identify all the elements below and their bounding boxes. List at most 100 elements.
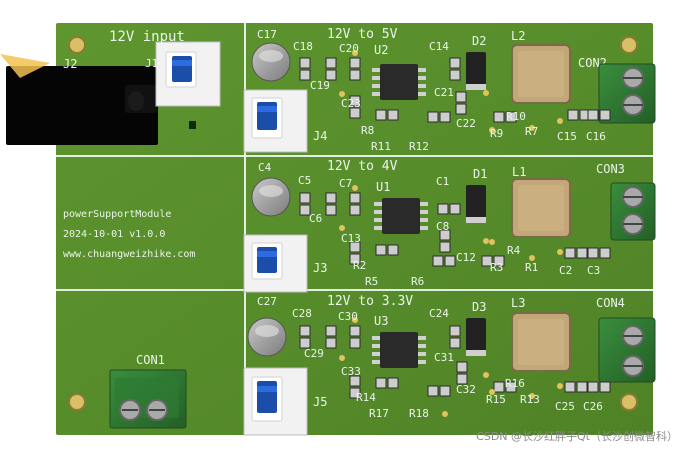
section-2: 12V to 4V C4 J3 U1 (243, 159, 611, 293)
r9-label: R9 (490, 127, 503, 140)
section-2-label: 12V to 4V (327, 159, 398, 174)
c15-label: C15 (557, 130, 577, 143)
inductor-l3: L3 (511, 296, 571, 372)
c30-label: C30 (338, 310, 358, 323)
module-name: powerSupportModule (63, 209, 171, 220)
date-version: 2024-10-01 v1.0.0 (63, 229, 165, 240)
terminal-block-con1[interactable]: CON1 (109, 353, 187, 429)
c17-capacitor: C17 (251, 28, 291, 82)
r14-label: R14 (356, 391, 376, 404)
l1-label: L1 (512, 165, 526, 179)
terminal-block-con4[interactable]: CON4 (596, 296, 656, 383)
c26-label: C26 (583, 400, 603, 413)
section-1: 12V to 5V C17 J4 (243, 27, 611, 153)
con1-label: CON1 (136, 353, 165, 367)
terminal-block-con3[interactable]: CON3 (596, 162, 656, 241)
l3-label: L3 (511, 296, 525, 310)
r16-label: R16 (505, 377, 525, 390)
inductor-l2: L2 (511, 29, 571, 104)
c24-label: C24 (429, 307, 449, 320)
c25-label: C25 (555, 400, 575, 413)
j5-label: J5 (313, 395, 327, 409)
r11-label: R11 (371, 140, 391, 153)
c33-label: C33 (341, 365, 361, 378)
vias-section-2 (339, 185, 563, 261)
c14-label: C14 (429, 40, 449, 53)
r10-label: R10 (506, 110, 526, 123)
passives-section-3 (299, 325, 611, 399)
c27-capacitor: C27 (247, 295, 287, 357)
section-3: 12V to 3.3V C27 J5 U3 (243, 294, 611, 436)
barrel-jack-j2: J2 (0, 54, 158, 145)
u2-label: U2 (374, 43, 388, 57)
ic-u2: U2 (372, 43, 426, 100)
j4-label: J4 (313, 129, 327, 143)
c29-label: C29 (304, 347, 324, 360)
r13-label: R13 (520, 393, 540, 406)
r17-label: R17 (369, 407, 389, 420)
d2-label: D2 (472, 34, 486, 48)
d3-label: D3 (472, 300, 486, 314)
c7-label: C7 (339, 177, 352, 190)
u3-label: U3 (374, 314, 388, 328)
r2-label: R2 (353, 259, 366, 272)
c21-label: C21 (434, 86, 454, 99)
c4-label: C4 (258, 161, 272, 174)
c17-label: C17 (257, 28, 277, 41)
r5-label: R5 (365, 275, 378, 288)
l2-label: L2 (511, 29, 525, 43)
r1-label: R1 (525, 261, 538, 274)
passives-section-1 (299, 57, 611, 123)
r4-label: R4 (507, 244, 521, 257)
j1-label: J1 (145, 57, 158, 70)
c20-label: C20 (339, 42, 359, 55)
input-label: 12V input (109, 29, 185, 45)
diode-d1: D1 (466, 167, 487, 223)
c16-label: C16 (586, 130, 606, 143)
dip-switch-j5[interactable]: J5 (243, 367, 327, 436)
c1-label: C1 (436, 175, 449, 188)
d1-label: D1 (473, 167, 487, 181)
c2-label: C2 (559, 264, 572, 277)
mounting-holes (68, 36, 638, 411)
website: www.chuangweizhike.com (63, 249, 195, 260)
r3-label: R3 (490, 261, 503, 274)
section-3-label: 12V to 3.3V (327, 294, 413, 309)
small-marker (189, 121, 196, 129)
dip-switch-j4[interactable]: J4 (243, 89, 327, 153)
terminal-block-con2[interactable]: CON2 (578, 56, 656, 124)
r15-label: R15 (486, 393, 506, 406)
u1-label: U1 (376, 180, 390, 194)
csdn-watermark: CSDN @长沙红胖子Qt（长沙创微智科） (476, 430, 678, 443)
c31-label: C31 (434, 351, 454, 364)
c3-label: C3 (587, 264, 600, 277)
c28-label: C28 (292, 307, 312, 320)
dip-switch-j1[interactable]: J1 (145, 41, 221, 107)
inductor-l1: L1 (511, 165, 571, 238)
con4-label: CON4 (596, 296, 625, 310)
ic-u3: U3 (372, 314, 426, 368)
c23-label: C23 (341, 97, 361, 110)
r7-label: R7 (525, 125, 538, 138)
section-1-label: 12V to 5V (327, 27, 398, 42)
r8-label: R8 (361, 124, 374, 137)
c4-capacitor: C4 (251, 161, 291, 217)
vias-section-1 (339, 50, 563, 133)
c8-label: C8 (436, 220, 449, 233)
c12-label: C12 (456, 251, 476, 264)
diode-d2: D2 (466, 34, 486, 90)
ic-u1: U1 (374, 180, 428, 234)
c5-label: C5 (298, 174, 311, 187)
c22-label: C22 (456, 117, 476, 130)
con3-label: CON3 (596, 162, 625, 176)
j2-label: J2 (63, 57, 77, 71)
diode-d3: D3 (466, 300, 486, 356)
c27-label: C27 (257, 295, 277, 308)
r12-label: R12 (409, 140, 429, 153)
r6-label: R6 (411, 275, 424, 288)
dip-switch-j3[interactable]: J3 (243, 234, 327, 293)
pcb-board (56, 23, 653, 435)
c18-label: C18 (293, 40, 313, 53)
